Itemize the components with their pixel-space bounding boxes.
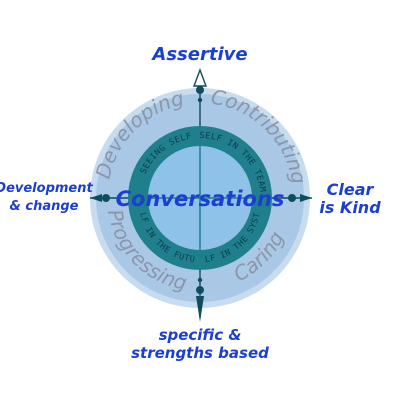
south-label-line2: strengths based bbox=[131, 344, 269, 362]
north-arrow-icon bbox=[192, 68, 208, 87]
north-label: Assertive bbox=[150, 44, 247, 65]
west-label-line2: & change bbox=[10, 199, 79, 214]
south-arrow-icon bbox=[196, 296, 204, 322]
east-label-line1: Clear bbox=[327, 180, 375, 199]
south-label-line1: specific & bbox=[159, 326, 242, 344]
compass-dots bbox=[102, 86, 296, 294]
east-label-line2: is Kind bbox=[319, 198, 381, 217]
center-label: Conversations bbox=[116, 187, 285, 211]
east-arrow-icon bbox=[300, 194, 312, 202]
west-arrow-icon bbox=[90, 194, 102, 202]
west-label-line1: Development bbox=[0, 181, 93, 196]
